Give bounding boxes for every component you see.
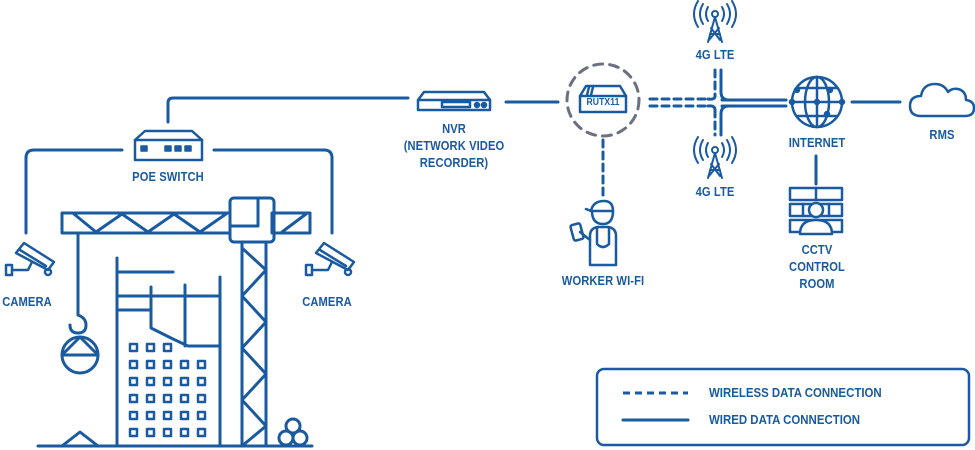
rms-label: RMS (929, 127, 955, 142)
router-group (565, 62, 641, 138)
wired-connections (24, 96, 902, 235)
wireless-connections (601, 97, 710, 202)
legend-box (595, 367, 971, 447)
construction-crane-building-icon (36, 196, 314, 448)
globe-icon (788, 75, 846, 129)
cloud-icon (908, 82, 975, 118)
worker-wifi-label: WORKER WI-FI (561, 273, 645, 288)
cctv-room-label-line3: ROOM (799, 276, 835, 291)
lte-top-label: 4G LTE (695, 47, 735, 62)
lte-bottom-label: 4G LTE (695, 184, 735, 199)
building-windows (128, 342, 207, 438)
cctv-camera-icon-right (304, 241, 356, 277)
cctv-camera-icon-left (4, 241, 56, 277)
control-room-icon (788, 186, 844, 236)
router-range-ring (565, 62, 641, 138)
cell-tower-icon-top (693, 0, 737, 43)
cell-tower-icon-bottom (693, 136, 737, 179)
router-icon (578, 84, 628, 114)
camera-right-label: CAMERA (302, 294, 352, 309)
nvr-label-line1: NVR (442, 121, 466, 136)
lte-bottom-link-solid (719, 104, 731, 137)
cctv-room-label-line1: CCTV (801, 242, 833, 257)
router-model-label: RUTX11 (586, 97, 620, 108)
lte-top-link-solid (719, 68, 731, 102)
junction-curve (706, 94, 717, 112)
cctv-room-label-line2: CONTROL (789, 259, 845, 274)
poe-switch-label: POE SWITCH (132, 169, 204, 184)
wire-switch-camera-left (24, 148, 124, 235)
network-switch-icon (133, 129, 204, 162)
lte-links (706, 68, 731, 137)
legend-wireless-label: WIRELESS DATA CONNECTION (709, 385, 882, 400)
wire-switch-nvr (166, 96, 410, 124)
worker-icon (569, 199, 618, 267)
wire-switch-camera-right (212, 148, 334, 235)
nvr-label-line3: RECORDER) (419, 155, 489, 170)
nvr-label-line2: (NETWORK VIDEO (403, 138, 505, 153)
nvr-device-icon (416, 90, 492, 112)
legend-wired-label: WIRED DATA CONNECTION (709, 412, 861, 427)
internet-label: INTERNET (788, 135, 846, 150)
camera-left-label: CAMERA (2, 294, 52, 309)
